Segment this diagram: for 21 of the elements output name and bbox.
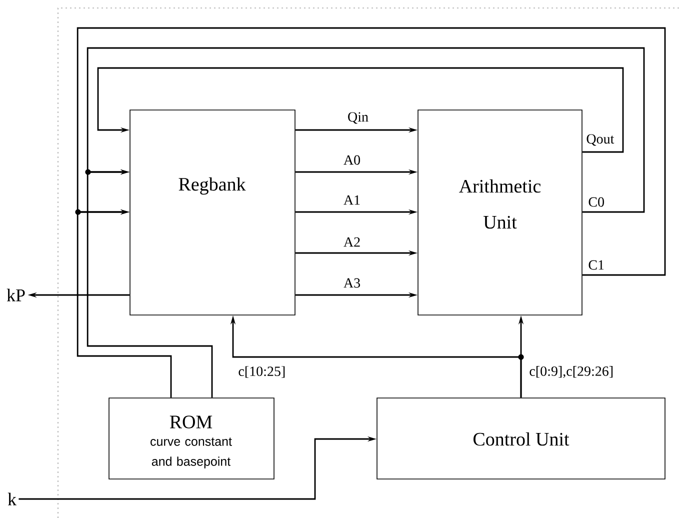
arrow	[97, 67, 624, 153]
edge-label: c[10:25]	[237, 365, 287, 379]
edge-label: C0	[587, 196, 606, 208]
block-box: Arithmetic Unit	[418, 110, 582, 316]
arrow	[86, 47, 645, 213]
arrow	[76, 209, 172, 398]
block-box: Regbank	[130, 110, 296, 316]
edge-label: A2	[342, 236, 362, 248]
edge-label: Qout	[585, 133, 616, 147]
edge-label: C1	[587, 259, 606, 271]
arrow	[86, 169, 213, 398]
edge-label: A0	[342, 154, 362, 166]
signal-label: kP	[6, 288, 25, 302]
arrow	[76, 27, 666, 276]
block-box: ROM curve constant and basepoint	[108, 398, 274, 480]
edge-label: A3	[342, 277, 362, 289]
edge-label: Qin	[346, 111, 370, 125]
edge-label: A1	[342, 194, 362, 206]
edge-label: c[0:9],c[29:26]	[528, 365, 615, 379]
block-box: Control Unit	[376, 398, 666, 480]
signal-label: k	[8, 492, 16, 506]
